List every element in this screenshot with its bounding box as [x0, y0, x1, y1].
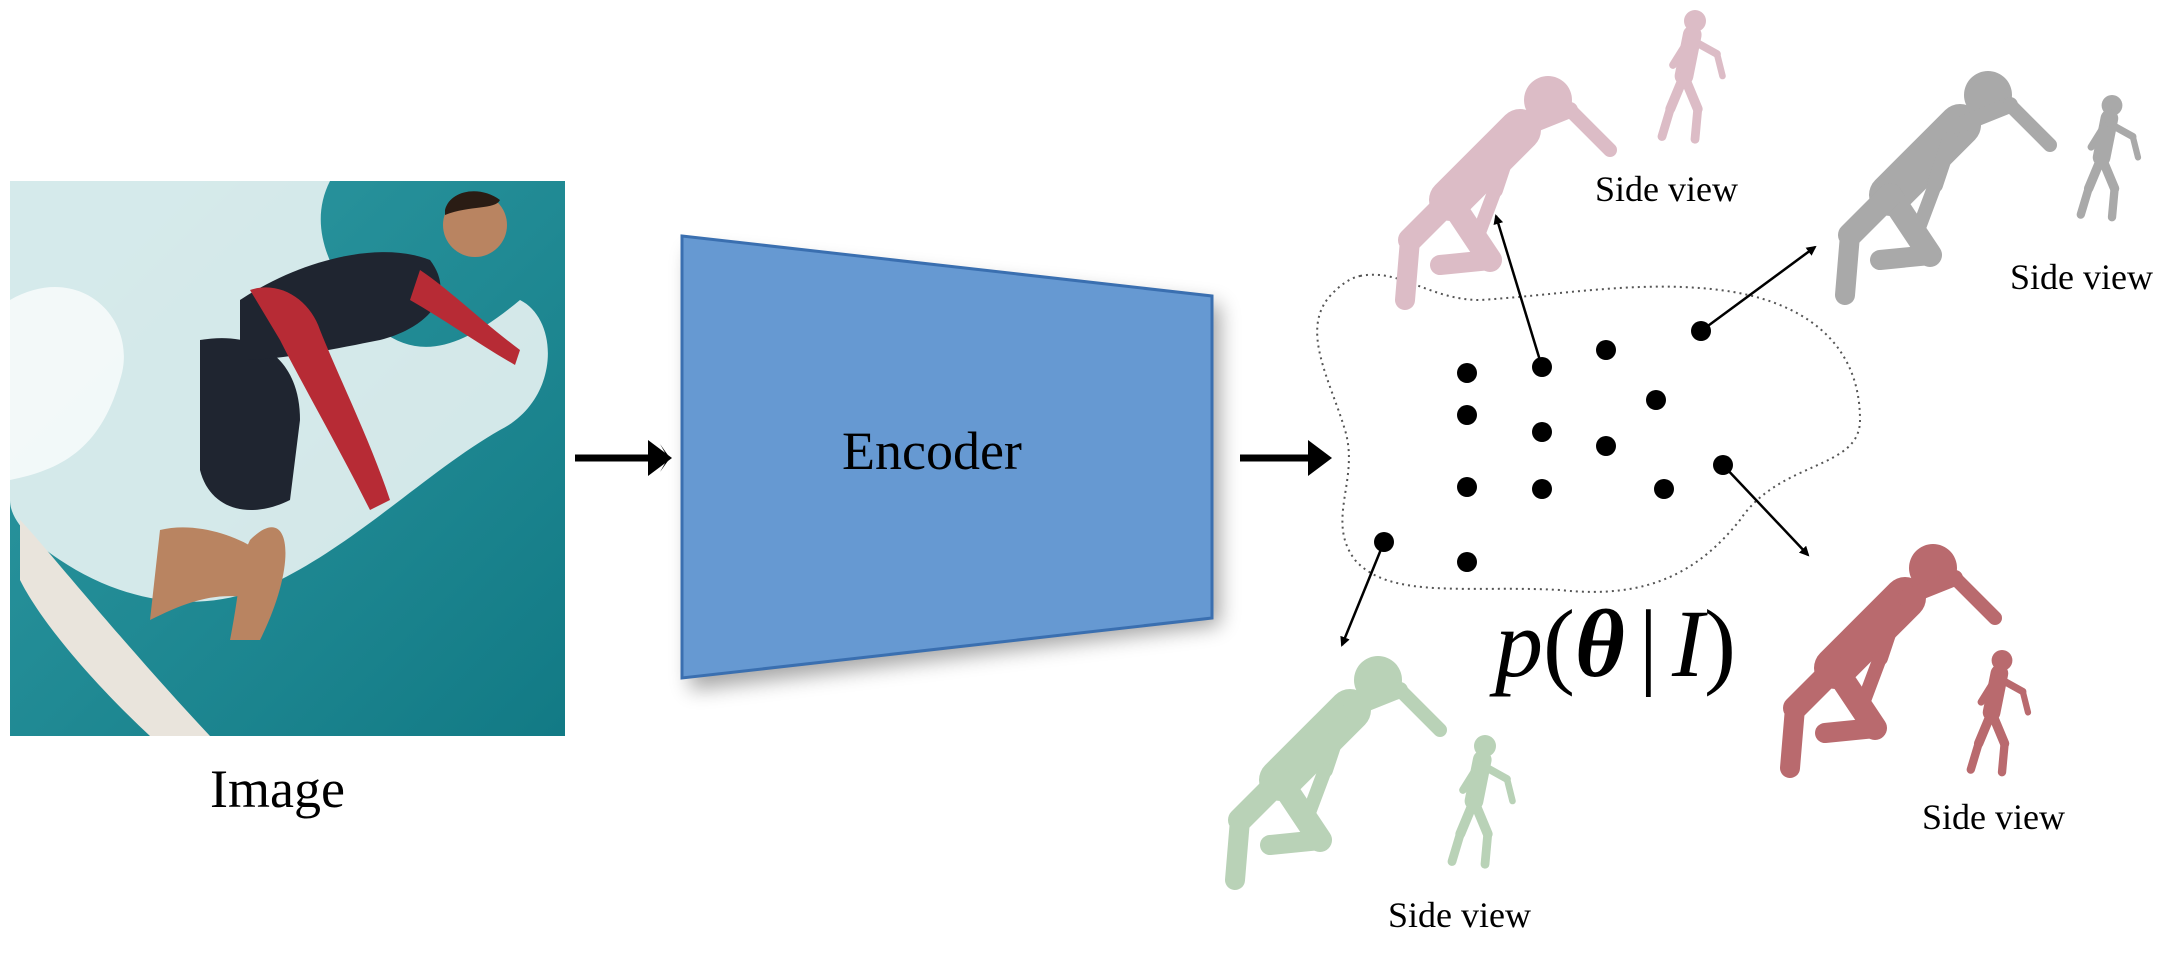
encoder-label: Encoder	[842, 421, 1022, 481]
formula-p: p	[1495, 590, 1543, 697]
formula-bar: |	[1638, 590, 1659, 697]
posterior-formula: p(θ|I)	[1495, 588, 1736, 699]
sample-arrow-red	[1722, 464, 1810, 557]
sample-dot	[1596, 436, 1616, 456]
pose-figure-red	[1780, 544, 2002, 778]
pose-figure-grey	[1835, 71, 2057, 305]
sample-dot	[1596, 340, 1616, 360]
sample-dots	[1374, 321, 1733, 572]
side-view-label-pink: Side view	[1595, 169, 1738, 209]
side-view-label-red: Side view	[1922, 797, 2065, 837]
image-to-encoder-arrowhead	[648, 440, 672, 476]
sample-dot	[1532, 479, 1552, 499]
side-view-label-green: Side view	[1388, 895, 1531, 935]
sample-dot	[1457, 363, 1477, 383]
formula-theta: θ	[1574, 590, 1625, 697]
pose-side-view-green	[1447, 735, 1516, 869]
formula-open-paren: (	[1543, 590, 1575, 697]
sample-arrow-pink	[1493, 214, 1544, 368]
side-view-label-grey: Side view	[2010, 257, 2153, 297]
sample-dot	[1457, 552, 1477, 572]
formula-close-paren: )	[1703, 590, 1736, 697]
encoder-to-distribution-arrowhead	[1308, 440, 1332, 476]
sample-dot	[1457, 477, 1477, 497]
sample-dot	[1654, 479, 1674, 499]
formula-image-symbol: I	[1672, 590, 1704, 697]
pose-side-view-pink	[1657, 10, 1726, 144]
pose-side-view-grey	[2076, 95, 2142, 222]
sample-dot	[1646, 390, 1666, 410]
pose-figure-green	[1225, 656, 1447, 890]
pose-side-view-red	[1966, 650, 2032, 777]
sample-dot	[1532, 422, 1552, 442]
sample-arrow-grey	[1700, 245, 1817, 333]
distribution-blob	[1316, 273, 1862, 593]
sample-dot	[1457, 405, 1477, 425]
pose-figures	[1225, 10, 2142, 890]
encoder-block	[680, 234, 1214, 680]
sample-arrow-green	[1340, 541, 1386, 647]
image-label: Image	[210, 759, 345, 819]
surfer-photo	[10, 181, 565, 736]
pose-figure-pink	[1395, 76, 1617, 310]
